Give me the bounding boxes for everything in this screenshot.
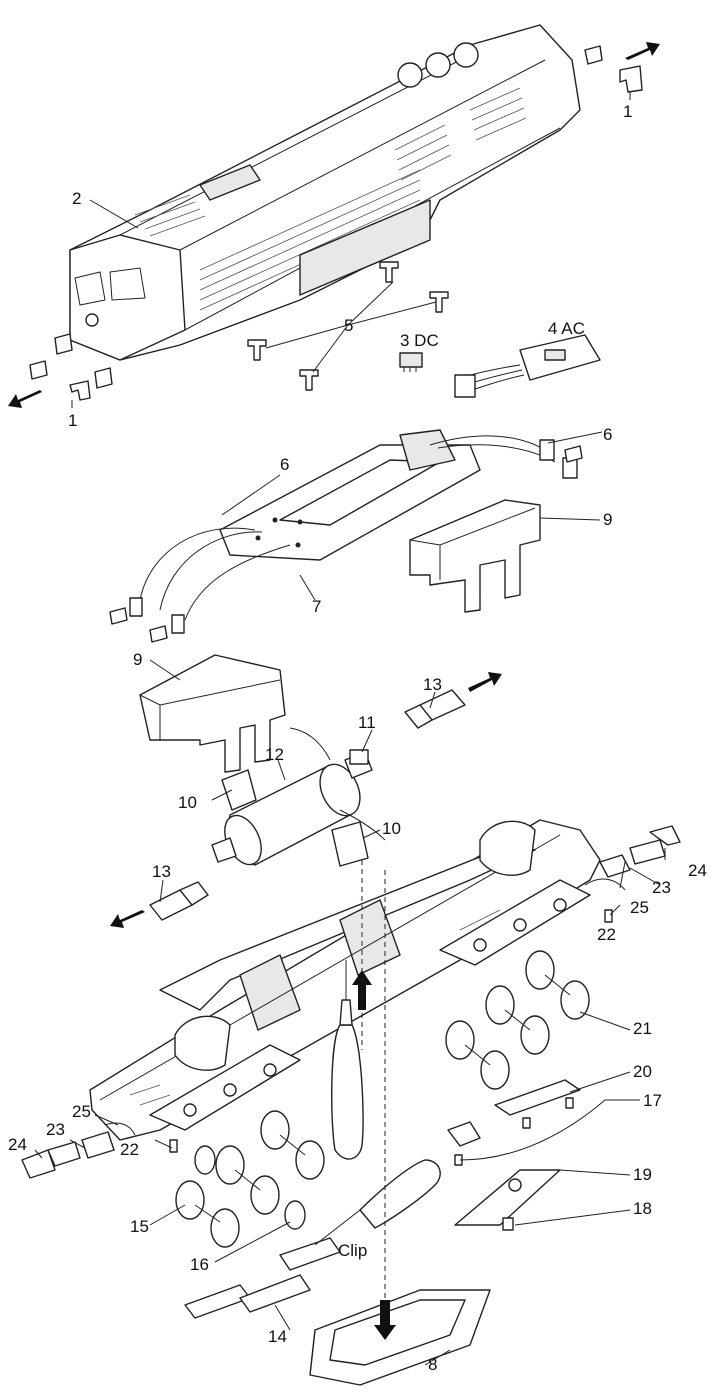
label-1-top: 1 [623,102,632,121]
part-labels: 1 1 2 5 3 DC 4 AC 6 6 9 7 9 13 11 12 10 … [8,102,707,1374]
coupler-assembly-right [584,825,681,923]
label-13-bottom: 13 [152,862,171,881]
label-22-left: 22 [120,1140,139,1159]
label-20: 20 [633,1062,652,1081]
light-guide-right [409,499,541,613]
screwdriver-vertical [331,960,364,1160]
locomotive-body-shell [54,24,581,389]
label-15: 15 [130,1217,149,1236]
assembly-guide-line [361,860,386,1300]
label-4-ac: 4 AC [548,319,585,338]
label-17: 17 [643,1091,662,1110]
label-18: 18 [633,1199,652,1218]
label-23-left: 23 [46,1120,65,1139]
coupler-part [29,45,643,408]
label-23-right: 23 [652,878,671,897]
bogie-clips [447,1097,640,1166]
label-7: 7 [312,597,321,616]
screwdriver-diagonal [314,1159,441,1246]
body-screws [247,261,449,391]
label-8: 8 [428,1355,437,1374]
label-22-right: 22 [597,925,616,944]
label-24-right: 24 [688,861,707,880]
motor-bracket-right [331,821,369,867]
label-25-left: 25 [72,1102,91,1121]
wheelsets-left [175,1110,325,1248]
direction-arrow [374,1300,396,1340]
weight-tray [309,1289,491,1386]
ac-decoder-board [454,334,601,398]
label-25-right: 25 [630,898,649,917]
wire-harness [109,435,583,643]
circuit-board [219,429,481,561]
motor-end-cap [349,749,369,765]
label-19: 19 [633,1165,652,1184]
leader-lines [34,199,666,1366]
label-6-right: 6 [603,425,612,444]
label-24-left: 24 [8,1135,27,1154]
label-5: 5 [344,316,353,335]
dc-plug [399,352,423,372]
label-1-bottom: 1 [68,411,77,430]
label-2: 2 [72,189,81,208]
direction-arrow [8,390,42,408]
label-14: 14 [268,1327,287,1346]
label-6-left: 6 [280,455,289,474]
drive-shaft-bottom [110,881,209,928]
drive-shaft-top [404,672,502,729]
motor-bracket-left [221,769,257,811]
direction-arrow [625,42,660,60]
bogie-frame [454,1169,561,1226]
light-guide-left [139,654,286,773]
bogie-plate [494,1079,581,1116]
coupler-assembly-left [21,1122,178,1179]
label-11: 11 [358,713,376,732]
gear-clips [184,1237,341,1319]
label-13-top: 13 [423,675,442,694]
bogie-screw [502,1217,514,1231]
label-16: 16 [190,1255,209,1274]
label-10-right: 10 [382,819,401,838]
bogie-front [439,879,591,966]
bogie-rear [149,1044,301,1131]
label-9-left: 9 [133,650,142,669]
label-21: 21 [633,1019,652,1038]
label-12: 12 [265,745,284,764]
label-9-right: 9 [603,510,612,529]
motor [211,727,386,866]
label-10-left: 10 [178,793,197,812]
label-3-dc: 3 DC [400,331,439,350]
label-clip: Clip [338,1241,367,1260]
wheelsets-right [445,950,590,1090]
